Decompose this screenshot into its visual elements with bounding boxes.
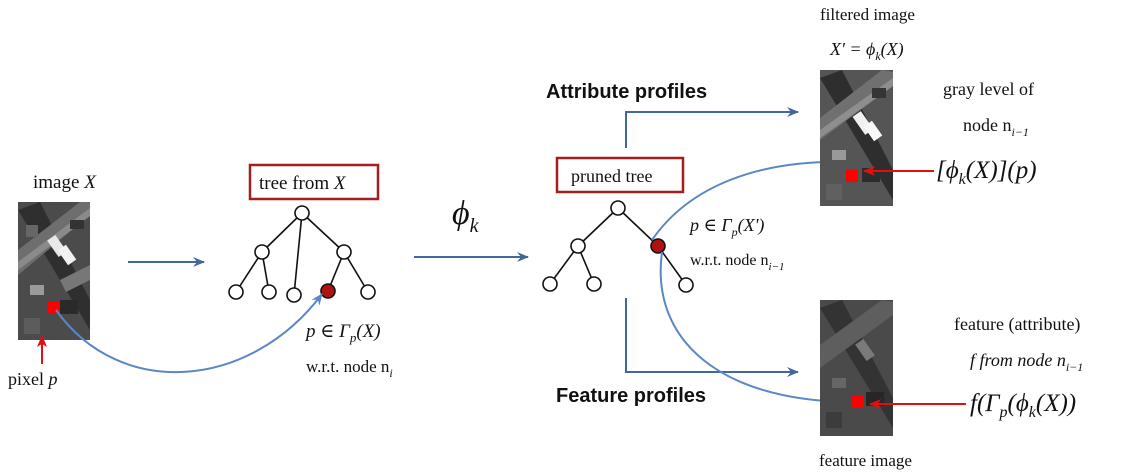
feature-image-group: feature (attribute) f from node ni−1 f(Γ…: [819, 300, 1083, 470]
pruned-tree-formula: p ∈ Γp(X'): [688, 215, 764, 239]
feature-image-title: feature image: [819, 451, 912, 470]
tree-from-x-formula: p ∈ Γp(X): [304, 321, 381, 345]
feature-image-thumbnail: [820, 300, 893, 436]
image-x-thumbnail: [18, 202, 90, 340]
feature-value-formula: f(Γp(ϕk(X)): [970, 390, 1076, 421]
tree-from-x-label: tree from X: [259, 173, 347, 194]
filtered-value-formula: [ϕk(X)](p): [936, 157, 1037, 188]
tree-node-ni: [320, 283, 336, 299]
filtered-image-formula: X' = ϕk(X): [829, 39, 904, 63]
filtered-image-title: filtered image: [820, 5, 915, 24]
feature-attr-line2: f from node ni−1: [970, 350, 1083, 374]
image-x-label: image X: [33, 172, 97, 193]
curve-pixel-to-node: [55, 293, 323, 374]
pruned-tree-box: [555, 156, 685, 194]
pruned-tree-label: pruned tree: [571, 166, 652, 186]
tree-from-x-wrt: w.r.t. node ni: [306, 357, 393, 380]
operator-symbol: ϕk: [452, 195, 480, 237]
tree-from-x-box: [248, 163, 380, 201]
pixel-label: pixel p: [8, 369, 58, 389]
tree-from-x-group: tree from X p ∈ Γp(X) w.r.t. node ni: [228, 163, 393, 380]
pruned-tree-graph: [542, 200, 694, 293]
gray-level-line2: node ni−1: [963, 115, 1029, 139]
filtered-pixel-marker: [846, 170, 858, 182]
arrow-to-filtered-image: [625, 107, 799, 148]
tree-from-x-graph: [228, 205, 376, 303]
feature-pixel-marker: [852, 396, 864, 408]
gray-level-line1: gray level of: [943, 79, 1034, 99]
filtered-image-thumbnail: [820, 70, 893, 206]
attribute-profiles-label: Attribute profiles: [546, 81, 707, 103]
feature-attr-line1: feature (attribute): [954, 314, 1080, 335]
curve-node-to-filtered: [651, 156, 847, 241]
arrow-to-feature-image: [625, 298, 799, 377]
image-x-group: image X pixel p: [8, 172, 97, 389]
operator-group: ϕk: [414, 195, 529, 262]
pruned-tree-group: pruned tree p ∈ Γp(X') w.r.t. node ni−1: [542, 156, 785, 293]
curve-node-to-feature: [659, 251, 849, 407]
feature-profiles-label: Feature profiles: [556, 385, 706, 407]
pruned-node-ni-1: [650, 238, 666, 254]
filtered-image-group: filtered image X' = ϕk(X) gray level of …: [820, 5, 1037, 206]
pruned-tree-wrt: w.r.t. node ni−1: [690, 252, 785, 273]
